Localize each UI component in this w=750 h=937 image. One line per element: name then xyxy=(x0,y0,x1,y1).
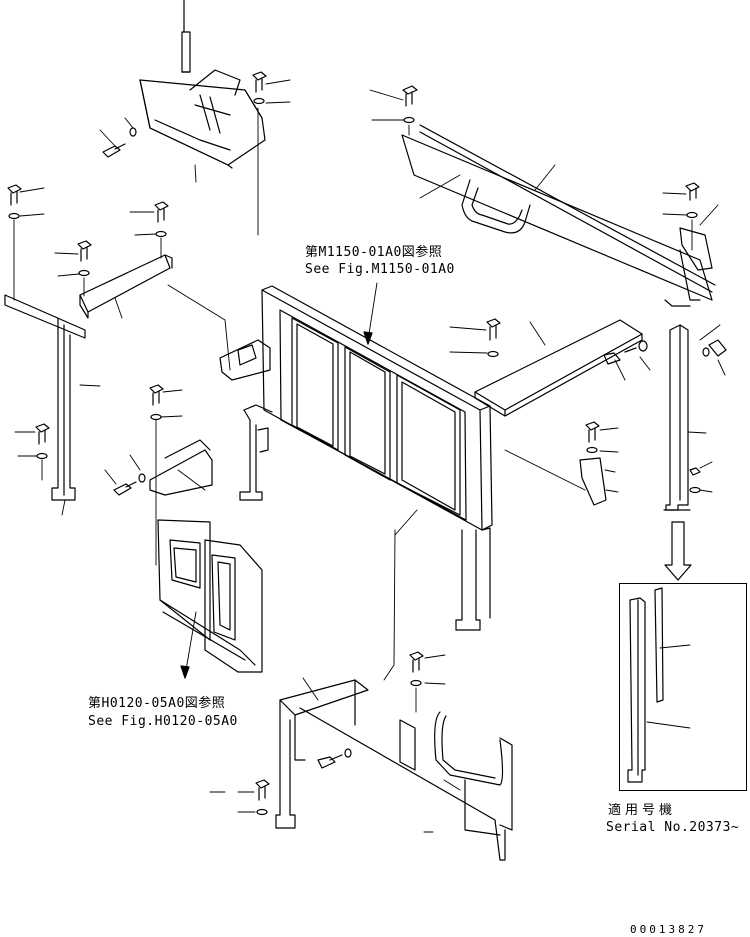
bolt-top-left xyxy=(102,127,137,158)
bolt-rail xyxy=(402,85,418,124)
serial-note-en: Serial No.20373~ xyxy=(606,820,740,835)
frame-figure-reference-jp: 第M1150-01A0図参照 xyxy=(305,245,443,260)
right-corner-bracket xyxy=(679,182,713,271)
bolt-bottom xyxy=(255,651,424,816)
left-rail-bracket xyxy=(79,254,173,319)
top-right-rail xyxy=(401,124,716,307)
serial-inset-frame xyxy=(619,583,747,791)
frame-figure-reference-en: See Fig.M1150-01A0 xyxy=(305,262,455,277)
step-figure-reference-en: See Fig.H0120-05A0 xyxy=(88,714,238,729)
left-post xyxy=(4,294,86,501)
bolt-lower-left xyxy=(113,384,164,496)
step-figure-reference-jp: 第H0120-05A0図参照 xyxy=(88,696,226,711)
right-post xyxy=(663,324,727,511)
right-top-plate xyxy=(474,319,648,417)
bolt-plate xyxy=(486,318,501,358)
inset-detail-post xyxy=(627,587,664,783)
right-lower-bracket xyxy=(579,421,607,506)
main-frame xyxy=(239,285,493,631)
lower-left-bracket xyxy=(149,439,213,496)
step-assembly xyxy=(157,519,263,673)
serial-note-jp: 適用号機 xyxy=(608,803,677,818)
bolt-top-1 xyxy=(252,71,267,105)
bolt-left-rail xyxy=(77,201,169,277)
down-arrow xyxy=(664,521,692,581)
left-frame-bracket xyxy=(219,339,271,381)
document-number: 00013827 xyxy=(630,923,707,936)
bottom-ladder-assembly xyxy=(275,679,513,861)
top-cover-bracket xyxy=(139,0,266,169)
